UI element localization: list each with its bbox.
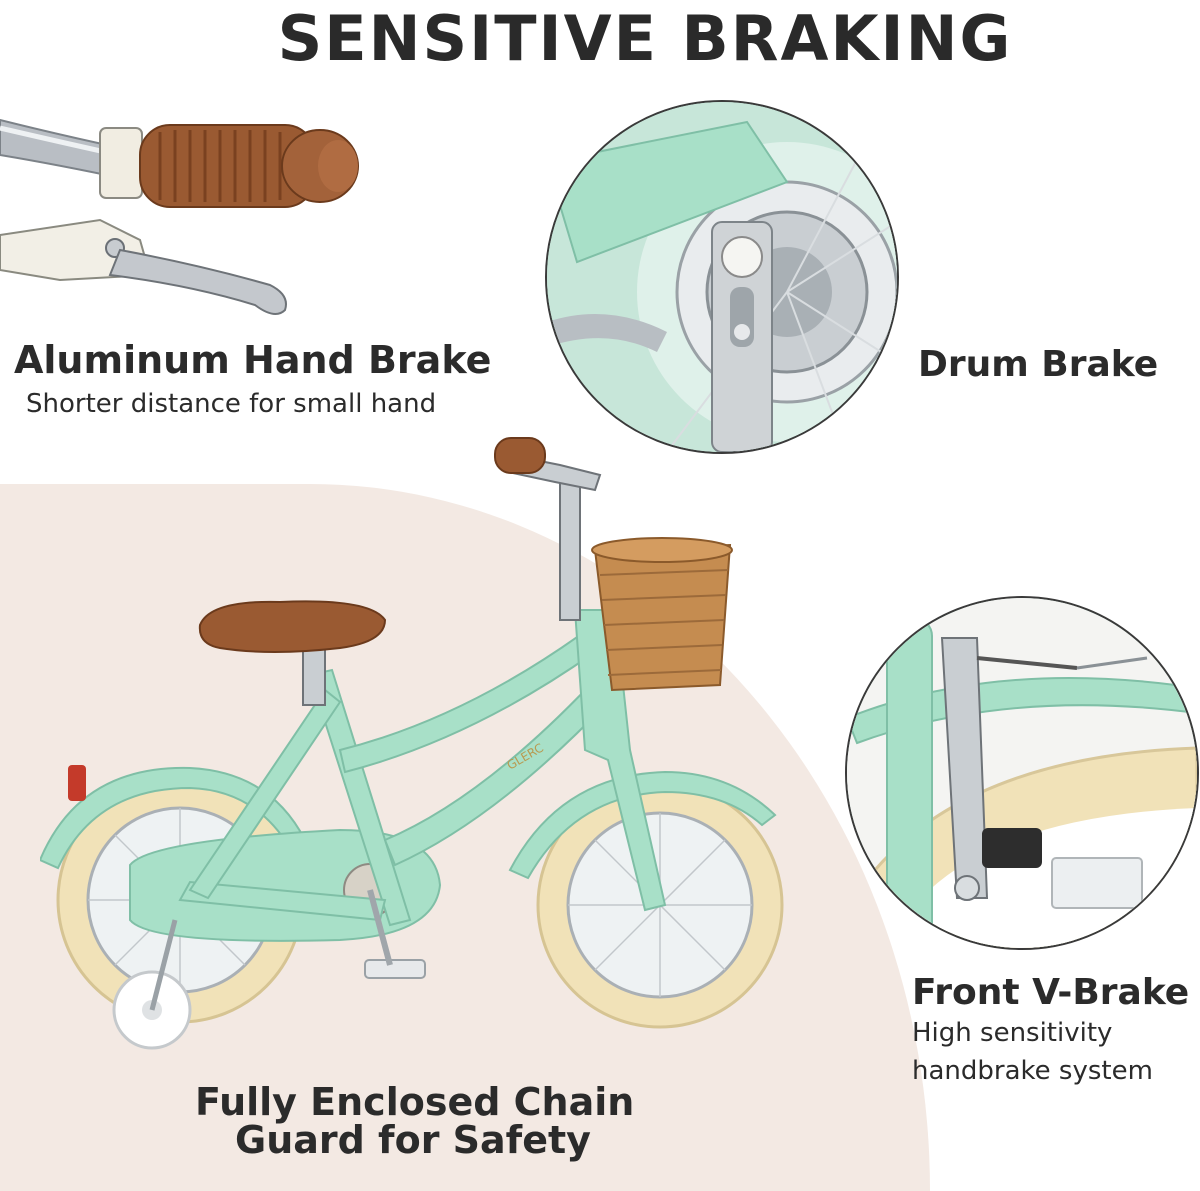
page-title: SENSITIVE BRAKING — [277, 2, 1013, 75]
v-brake-description-line2: handbrake system — [912, 1056, 1153, 1086]
drum-brake-image — [545, 100, 899, 454]
v-brake-image — [845, 596, 1199, 950]
v-brake-description-line1: High sensitivity — [912, 1018, 1113, 1048]
bicycle-image: GLERC — [40, 420, 800, 1070]
hand-brake-image — [0, 100, 380, 325]
hand-brake-description: Shorter distance for small hand — [26, 389, 437, 419]
chain-guard-label-line1: Fully Enclosed Chain — [195, 1080, 635, 1124]
drum-brake-label: Drum Brake — [918, 344, 1159, 385]
hand-brake-label: Aluminum Hand Brake — [14, 338, 492, 382]
chain-guard-label-line2: Guard for Safety — [235, 1118, 591, 1162]
v-brake-label: Front V-Brake — [912, 972, 1190, 1013]
